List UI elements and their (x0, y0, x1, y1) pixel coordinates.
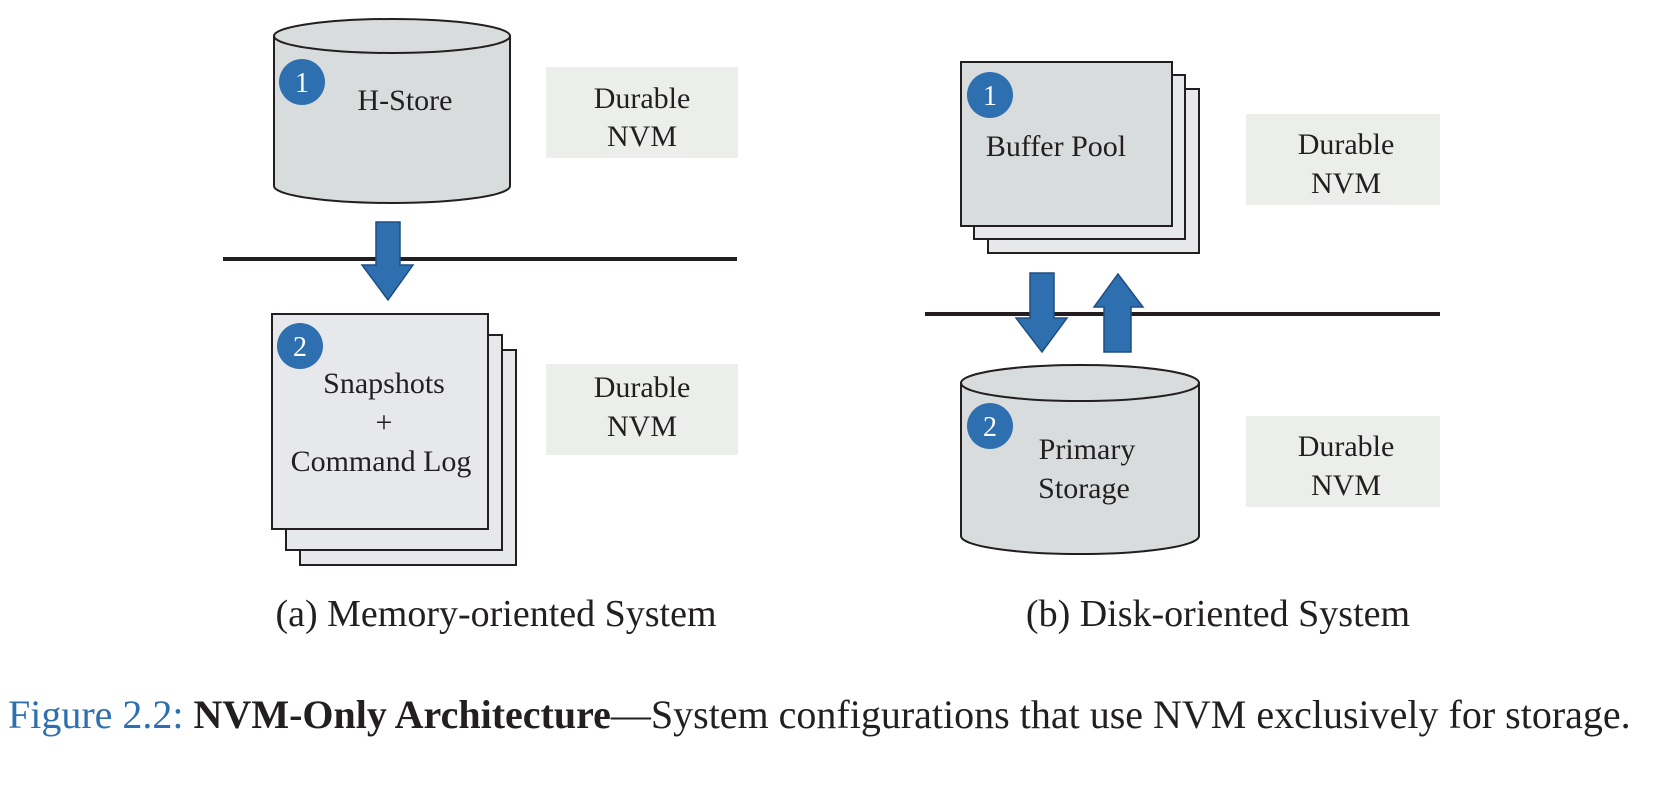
durable-nvm-tag: Durable NVM (1246, 114, 1440, 205)
tag-line-2: NVM (607, 410, 677, 443)
arrow-down-icon (1014, 272, 1069, 354)
buffer-pool-label: Buffer Pool (986, 130, 1126, 163)
arrow-down-icon (360, 221, 415, 302)
buffer-pool-stack: 1 Buffer Pool (960, 61, 1200, 254)
tag-line-1: Durable (1298, 128, 1395, 161)
tag-line-1: Durable (1298, 430, 1395, 463)
badge-number: 1 (295, 68, 309, 99)
primary-storage-cylinder: 2 Primary Storage (960, 364, 1200, 555)
storage-label: Storage (1038, 472, 1130, 505)
tag-line-1: Durable (594, 371, 691, 404)
figure-title: NVM-Only Architecture (193, 692, 611, 737)
caption-dash: — (610, 692, 651, 737)
tag-line-2: NVM (607, 120, 677, 153)
primary-label: Primary (1039, 433, 1136, 466)
tag-line-2: NVM (1311, 167, 1381, 200)
panel-disk-oriented: 1 Buffer Pool Durable NVM 2 Primary Stor… (925, 61, 1440, 635)
durable-nvm-tag: Durable NVM (546, 364, 738, 455)
arrow-up-icon (1092, 272, 1145, 353)
figure-number: Figure 2.2: (8, 692, 184, 737)
badge-1-icon (279, 59, 325, 105)
snapshots-command-log-stack: 2 Snapshots + Command Log (271, 313, 517, 566)
panel-memory-oriented: 1 H-Store Durable NVM 2 Snapshots + Comm… (223, 18, 738, 635)
snapshots-label: Snapshots (323, 367, 445, 400)
plus-label: + (376, 406, 393, 439)
badge-number: 2 (293, 332, 307, 363)
caption-text: System configurations that use NVM exclu… (650, 692, 1631, 737)
hstore-label: H-Store (358, 84, 453, 117)
durable-nvm-tag: Durable NVM (1246, 416, 1440, 507)
badge-number: 1 (983, 81, 997, 112)
badge-number: 2 (983, 412, 997, 443)
tag-line-2: NVM (1311, 469, 1381, 502)
durable-nvm-tag: Durable NVM (546, 67, 738, 158)
badge-2-icon (967, 403, 1013, 449)
tag-line-1: Durable (594, 82, 691, 115)
command-log-label: Command Log (291, 445, 472, 478)
badge-1-icon (967, 72, 1013, 118)
badge-2-icon (277, 323, 323, 369)
hstore-cylinder: 1 H-Store (273, 18, 511, 204)
figure-caption: Figure 2.2: NVM-Only Architecture—System… (8, 688, 1660, 742)
panel-a-subtitle: (a) Memory-oriented System (275, 593, 716, 635)
panel-b-subtitle: (b) Disk-oriented System (1026, 593, 1410, 635)
